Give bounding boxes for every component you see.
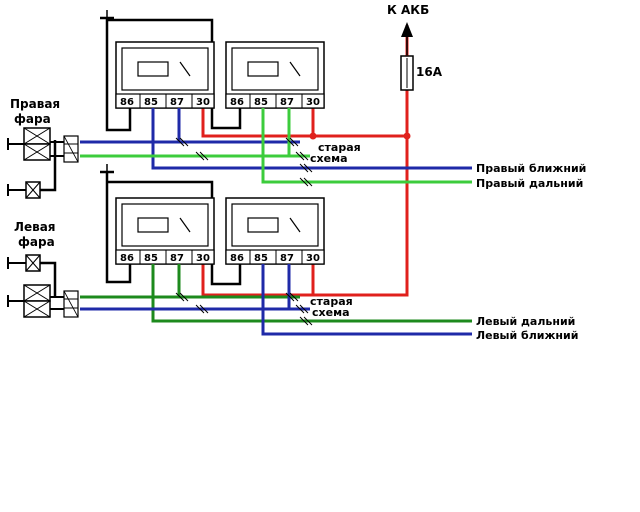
- svg-text:86: 86: [230, 97, 244, 108]
- svg-text:85: 85: [254, 97, 268, 108]
- lower-ground-wire: [105, 172, 132, 284]
- fuse-rating: 16А: [416, 65, 443, 79]
- output-right-high: Правый дальний: [476, 177, 583, 190]
- left-low-output-wire: [261, 264, 472, 336]
- old-scheme-cut-marks: [175, 137, 313, 187]
- svg-text:87: 87: [170, 253, 184, 264]
- right-headlight-aux: [25, 181, 41, 199]
- svg-text:схема: схема: [310, 152, 348, 165]
- left-headlight-label: Левая: [14, 220, 56, 234]
- right-low-output-wire: [151, 108, 472, 170]
- power-junction: [309, 132, 317, 140]
- svg-text:87: 87: [280, 253, 294, 264]
- switch-icon: [289, 61, 301, 77]
- lower-relay2-ground: [210, 264, 242, 286]
- svg-text:85: 85: [144, 97, 158, 108]
- svg-text:30: 30: [306, 97, 320, 108]
- svg-text:30: 30: [306, 253, 320, 264]
- right-high-wires: [80, 108, 472, 184]
- svg-text:86: 86: [230, 253, 244, 264]
- battery-arrow-icon: [401, 22, 413, 37]
- switch-icon: [179, 61, 191, 77]
- output-left-high: Левый дальний: [476, 315, 575, 328]
- right-low-wires: [80, 108, 472, 170]
- left-low-wires: [80, 264, 472, 336]
- old-scheme-note-lower: старая: [310, 295, 353, 308]
- relay-upper-right: 86 85 87 30: [225, 41, 325, 109]
- relay-lower-right: 86 85 87 30: [225, 197, 325, 265]
- svg-text:85: 85: [254, 253, 268, 264]
- left-high-output-wire: [151, 264, 472, 323]
- output-left-low: Левый ближний: [476, 329, 578, 342]
- old-scheme-cut-marks-lower: [175, 292, 313, 326]
- left-headlight-aux: [25, 254, 41, 272]
- old-scheme-note-upper: старая: [318, 141, 361, 154]
- switch-icon: [179, 217, 191, 233]
- lower-relay-power-wire: [201, 264, 313, 297]
- coil-icon: [137, 217, 169, 233]
- power-wires: [201, 25, 409, 297]
- coil-icon: [247, 61, 279, 77]
- switch-icon: [289, 217, 301, 233]
- upper-relay2-ground: [210, 108, 242, 130]
- left-high-wires: [80, 264, 472, 323]
- right-headlight-main: [23, 127, 51, 161]
- output-right-low: Правый ближний: [476, 162, 586, 175]
- svg-text:фара: фара: [18, 235, 55, 249]
- relay-lower-left: 86 85 87 30: [115, 197, 215, 265]
- upper-left-power-wire: [201, 108, 407, 138]
- svg-text:87: 87: [170, 97, 184, 108]
- svg-text:схема: схема: [312, 306, 350, 319]
- left-headlight-main: [23, 284, 51, 318]
- relay-upper-left: 86 85 87 30: [115, 41, 215, 109]
- left-connector-icon: [63, 290, 79, 318]
- svg-text:30: 30: [196, 253, 210, 264]
- svg-text:фара: фара: [14, 112, 51, 126]
- svg-text:86: 86: [120, 97, 134, 108]
- power-junction: [403, 132, 411, 140]
- battery-feed-wire: [311, 25, 409, 297]
- right-high-output-wire: [261, 108, 472, 184]
- coil-icon: [137, 61, 169, 77]
- coil-icon: [247, 217, 279, 233]
- svg-text:86: 86: [120, 253, 134, 264]
- svg-text:30: 30: [196, 97, 210, 108]
- right-connector-icon: [63, 135, 79, 163]
- svg-text:85: 85: [144, 253, 158, 264]
- battery-label: К АКБ: [387, 3, 429, 17]
- svg-text:87: 87: [280, 97, 294, 108]
- right-headlight-label: Правая: [10, 97, 60, 111]
- upper-ground-wire: [105, 18, 132, 132]
